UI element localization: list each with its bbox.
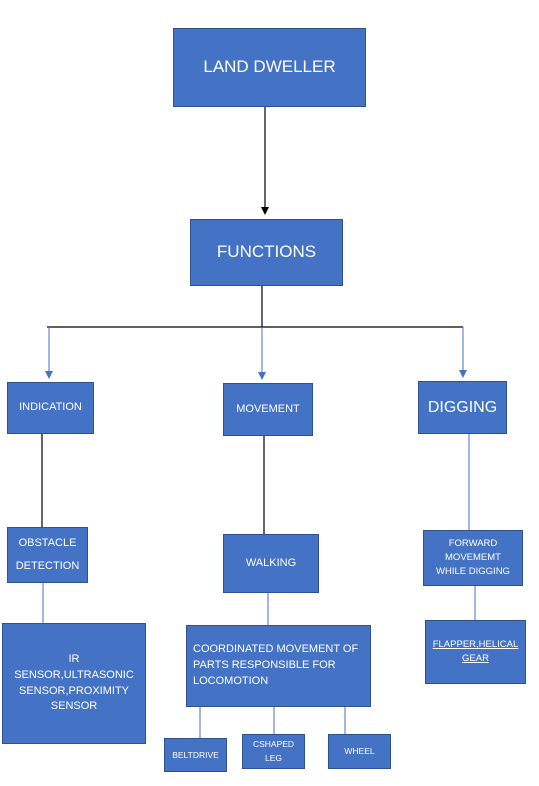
node-forward-movement: FORWARD MOVEMEMT WHILE DIGGING xyxy=(423,530,523,586)
node-coordinated-movement: COORDINATED MOVEMENT OF PARTS RESPONSIBL… xyxy=(186,625,371,707)
node-beltdrive-label: BELTDRIVE xyxy=(172,749,219,760)
node-walking-label: WALKING xyxy=(245,556,297,569)
node-land-dweller-label: LAND DWELLER xyxy=(203,57,336,77)
node-movement: MOVEMENT xyxy=(223,383,313,436)
node-obstacle-detection-label: OBSTACLE DETECTION xyxy=(15,536,80,572)
node-wheel-label: WHEEL xyxy=(344,746,375,757)
node-indication: INDICATION xyxy=(7,382,94,434)
node-functions-label: FUNCTIONS xyxy=(216,242,317,262)
node-ir-sensors-label: IR SENSOR,ULTRASONIC SENSOR,PROXIMITY SE… xyxy=(14,652,134,713)
node-cshaped-leg: CSHAPED LEG xyxy=(242,734,305,769)
node-cshaped-leg-label: CSHAPED LEG xyxy=(252,738,295,763)
node-obstacle-detection: OBSTACLE DETECTION xyxy=(7,527,88,583)
node-digging: DIGGING xyxy=(418,381,507,434)
node-flapper-gear-label: FLAPPER,HELICAL GEAR xyxy=(432,639,519,664)
node-functions: FUNCTIONS xyxy=(190,219,343,286)
node-coordinated-movement-label: COORDINATED MOVEMENT OF PARTS RESPONSIBL… xyxy=(193,643,359,687)
node-land-dweller: LAND DWELLER xyxy=(173,28,366,107)
node-indication-label: INDICATION xyxy=(19,401,82,414)
node-walking: WALKING xyxy=(223,534,319,593)
node-flapper-gear: FLAPPER,HELICAL GEAR xyxy=(425,620,526,684)
node-digging-label: DIGGING xyxy=(427,398,498,416)
node-ir-sensors: IR SENSOR,ULTRASONIC SENSOR,PROXIMITY SE… xyxy=(2,623,146,744)
node-wheel: WHEEL xyxy=(328,734,391,769)
node-beltdrive: BELTDRIVE xyxy=(164,738,227,772)
node-movement-label: MOVEMENT xyxy=(236,402,300,415)
node-forward-movement-label: FORWARD MOVEMEMT WHILE DIGGING xyxy=(436,538,510,577)
